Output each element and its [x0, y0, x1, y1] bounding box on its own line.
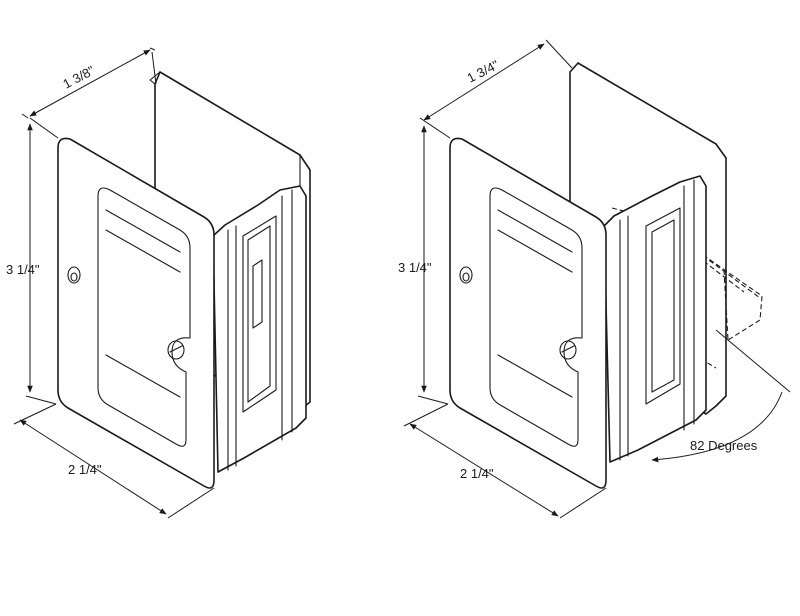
left-thumb-turn	[167, 340, 185, 360]
right-screw-hole-top	[459, 266, 473, 284]
left-front-plate	[57, 137, 215, 489]
left-pull-drawing	[57, 71, 311, 489]
left-width-label: 2 1/4"	[68, 462, 102, 477]
left-depth-label: 1 3/8"	[60, 62, 97, 91]
right-latch-slot	[645, 207, 681, 405]
left-recess	[97, 187, 191, 447]
right-front-plate	[449, 137, 607, 489]
right-thumb-turn	[559, 340, 577, 360]
right-pull-drawing	[449, 62, 763, 489]
left-latch-slot	[242, 215, 277, 413]
right-side-housing	[603, 175, 707, 463]
left-screw-hole-top	[67, 266, 81, 284]
right-depth-label: 1 3/4"	[465, 57, 502, 86]
right-height-label: 3 1/4"	[398, 260, 432, 275]
right-angle-label: 82 Degrees	[690, 438, 758, 453]
right-width-label: 2 1/4"	[460, 466, 494, 481]
left-height-label: 3 1/4"	[6, 262, 40, 277]
right-recess	[489, 187, 583, 447]
left-dimensions	[13, 47, 215, 519]
right-dimensions	[403, 39, 791, 519]
